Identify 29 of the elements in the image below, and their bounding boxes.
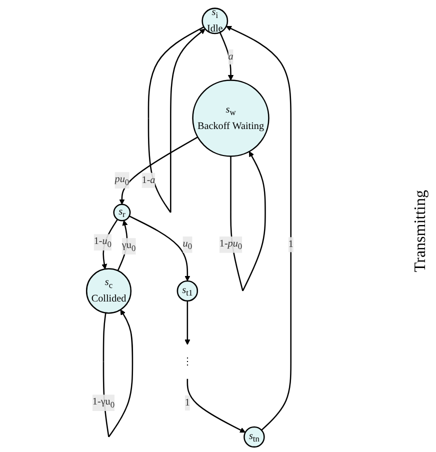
node-circle: s$_{t1}$ [176,280,198,302]
arrow [119,136,198,205]
edge-label: pu$_{0}$ [114,174,130,187]
arrow [117,220,128,271]
edge-label: 1-pu$_{0}$ [219,238,242,252]
edge-label: a [228,51,234,62]
state-group-label: Transmitting [412,190,429,272]
node-circle: s$_{c}$ Collided [86,268,132,314]
arrow [186,378,246,433]
edge-label: u$_{0}$ [182,238,192,252]
edge-label: 1 [184,397,190,408]
node-text: ⋮ [182,356,192,367]
arrow [184,300,190,345]
edge-label: 1-γu$_{0}$ [92,396,115,410]
arrow [219,32,234,81]
edge-label: 1-u$_{0}$ [94,236,112,249]
arrow [128,216,190,282]
arrow [102,219,118,270]
arrow [148,26,206,213]
arrow [102,309,134,438]
node-circle: s$_{w}$ Backoff Waiting [192,80,270,157]
edge-label: 1-a [142,174,156,186]
arrow [226,26,292,431]
arrow [230,151,266,292]
node-circle: s$_{tn}$ [244,426,265,448]
edge-label: 1 [288,239,294,250]
node-circle: s$_{r}$ [113,204,131,222]
node-circle: s$_{i}$ Idle [202,8,228,34]
edge-label: γu$_{0}$ [122,240,136,253]
